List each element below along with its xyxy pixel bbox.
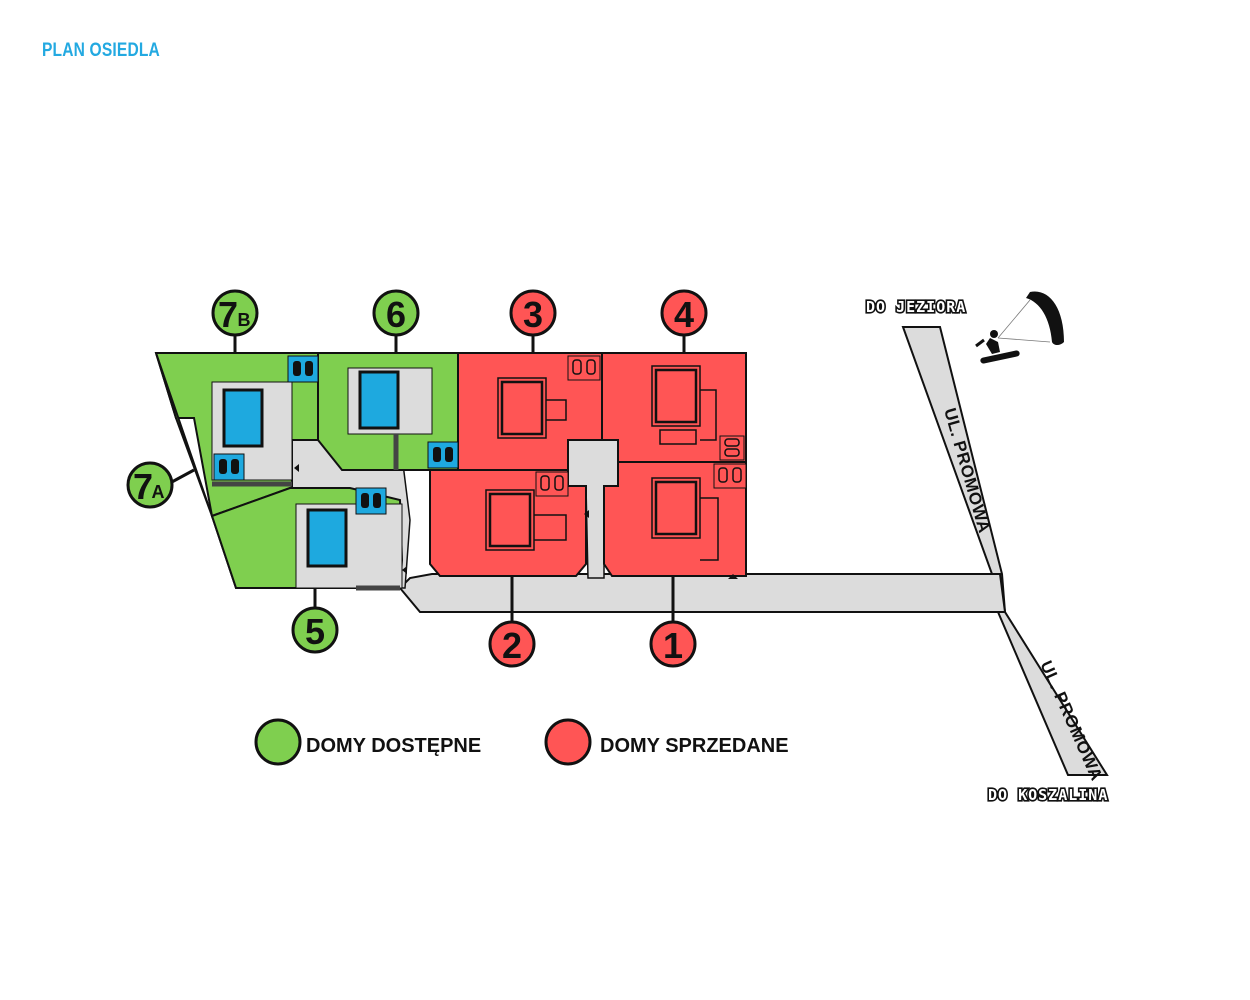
lot-7a-number: 7 [133, 466, 153, 507]
pool-icon [306, 508, 348, 568]
lot-4-marker[interactable]: 4 [660, 289, 708, 337]
lot-7a-suffix: A [152, 482, 165, 502]
page-title: PLAN OSIEDLA [42, 40, 160, 61]
pool-icon [358, 370, 400, 430]
lot-7b-suffix: B [238, 310, 251, 330]
main-access-road [398, 573, 1007, 613]
parking-spots [213, 355, 747, 515]
pools [222, 370, 400, 568]
legend-available: DOMY DOSTĘPNE [254, 718, 481, 766]
lot-6-number: 6 [386, 294, 406, 335]
direction-lake: DO JEZIORA [866, 298, 966, 316]
car-parking-icon [213, 453, 245, 481]
lot-5-marker[interactable]: 5 [291, 606, 339, 654]
lot-1-marker[interactable]: 1 [649, 620, 697, 668]
legend-available-label: DOMY DOSTĘPNE [306, 735, 481, 757]
street-label-upper: UL. PROMOWA [940, 406, 994, 535]
lot-7b-marker[interactable]: 7 B [211, 289, 259, 337]
legend-sold-swatch [544, 718, 592, 766]
lot-7b-number: 7 [218, 294, 238, 335]
lot-6-marker[interactable]: 6 [372, 289, 420, 337]
pool-icon [222, 388, 264, 448]
lot-7a-marker[interactable]: 7 A [126, 461, 174, 509]
lot-1-number: 1 [663, 625, 683, 666]
legend-sold-label: DOMY SPRZEDANE [600, 735, 789, 757]
lot-2-marker[interactable]: 2 [488, 620, 536, 668]
roads [289, 326, 1109, 776]
car-parking-icon [713, 463, 747, 489]
sold-lots [429, 352, 747, 577]
kitesurfer-icon [975, 291, 1064, 364]
car-parking-icon [287, 355, 319, 383]
legend-available-swatch [254, 718, 302, 766]
lot-leaders [169, 334, 686, 622]
lot-2-number: 2 [502, 625, 522, 666]
lot-3-marker[interactable]: 3 [509, 289, 557, 337]
lot-5-number: 5 [305, 611, 325, 652]
car-parking-icon [535, 471, 569, 497]
legend: DOMY DOSTĘPNE DOMY SPRZEDANE [254, 718, 789, 766]
car-parking-icon [355, 487, 387, 515]
lot-3-number: 3 [523, 294, 543, 335]
entrance-markers [294, 464, 738, 579]
legend-sold: DOMY SPRZEDANE [544, 718, 789, 766]
car-parking-icon [719, 435, 745, 461]
direction-city: DO KOSZALINA [988, 786, 1108, 804]
car-parking-icon [427, 441, 459, 469]
house-outlines [485, 365, 719, 561]
car-parking-icon [567, 355, 601, 381]
lot-4-number: 4 [674, 294, 694, 335]
